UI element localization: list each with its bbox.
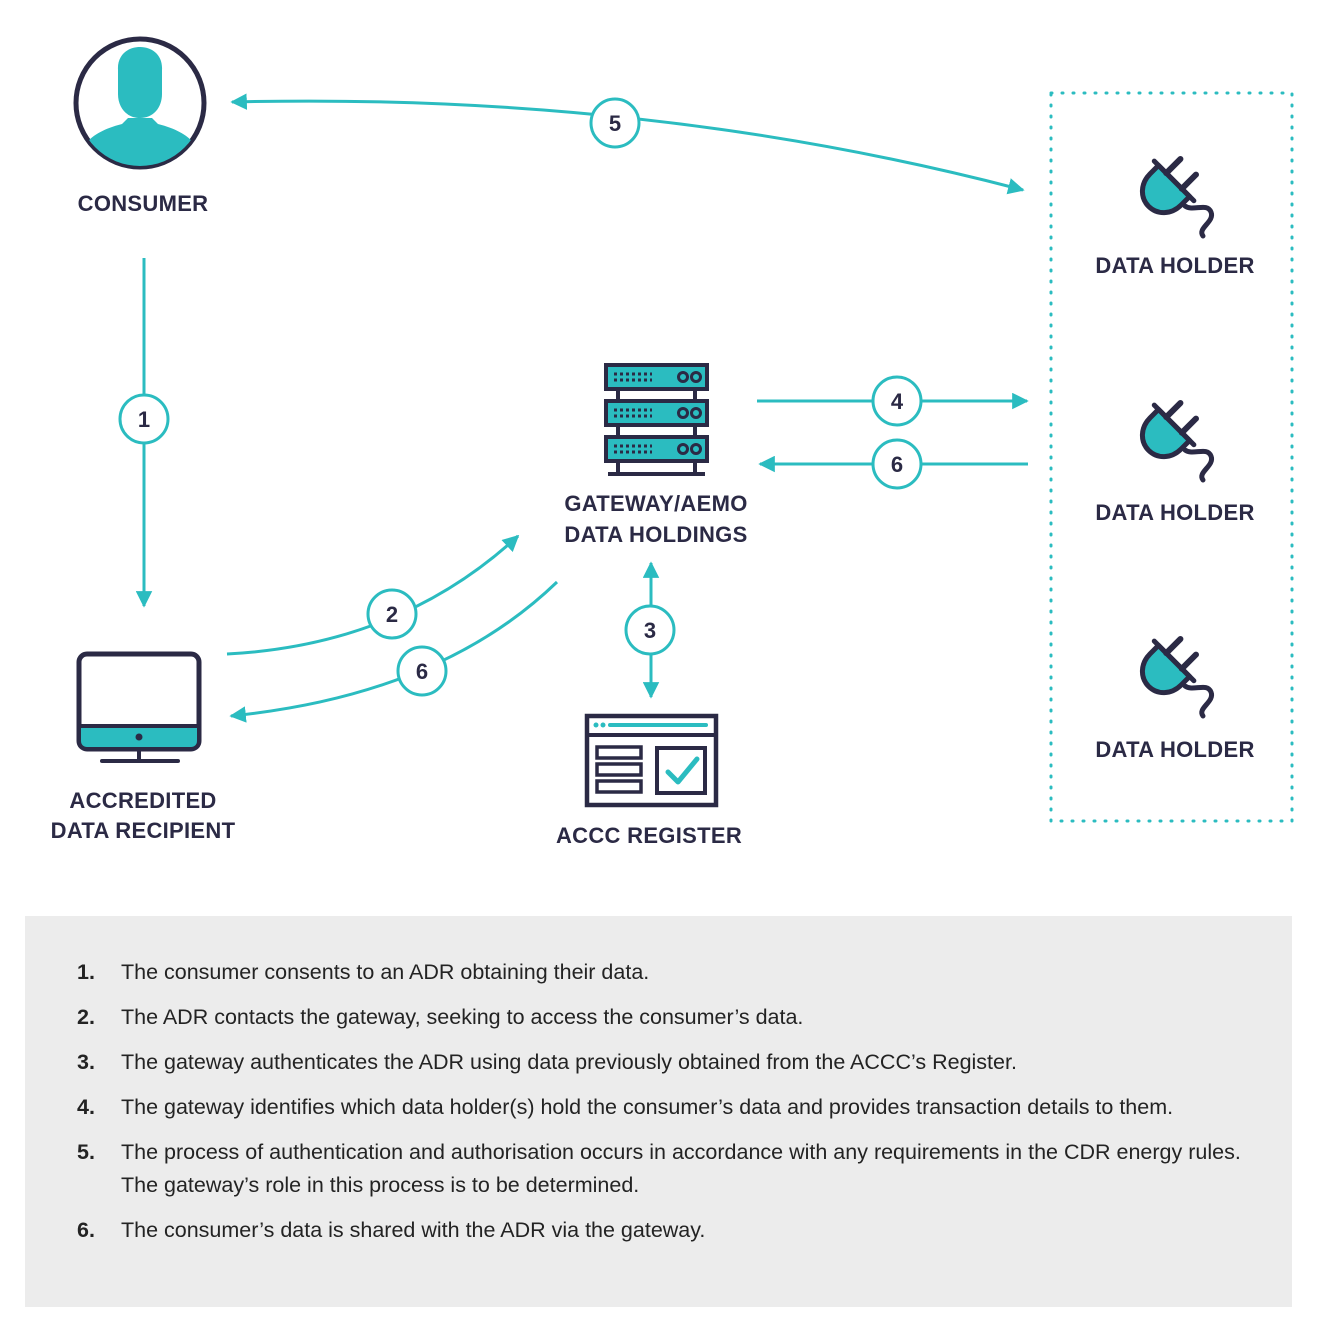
plug-icon bbox=[1139, 400, 1215, 483]
svg-text:6: 6 bbox=[891, 452, 903, 477]
step-badge-6-adr: 6 bbox=[396, 645, 448, 697]
steps-legend: 1. The consumer consents to an ADR obtain… bbox=[25, 916, 1292, 1307]
server-icon bbox=[604, 363, 709, 476]
svg-text:4: 4 bbox=[891, 389, 904, 414]
register-icon bbox=[584, 713, 719, 808]
step-number: 6. bbox=[77, 1218, 95, 1242]
step-number: 3. bbox=[77, 1050, 95, 1074]
svg-text:6: 6 bbox=[416, 659, 428, 684]
gateway-label-line2: DATA HOLDINGS bbox=[564, 522, 747, 547]
user-icon bbox=[73, 36, 207, 170]
register-label: ACCC REGISTER bbox=[556, 823, 742, 848]
list-item: 5. The process of authentication and auth… bbox=[77, 1136, 1247, 1202]
step-text: The gateway authenticates the ADR using … bbox=[121, 1050, 1017, 1074]
svg-text:1: 1 bbox=[138, 407, 150, 432]
svg-text:5: 5 bbox=[609, 111, 621, 136]
step-badge-2: 2 bbox=[366, 588, 418, 640]
step-badge-6-gateway: 6 bbox=[871, 438, 923, 490]
step-badge-3: 3 bbox=[624, 604, 676, 656]
list-item: 1. The consumer consents to an ADR obtain… bbox=[77, 956, 1247, 989]
step-number: 5. bbox=[77, 1140, 95, 1164]
step-number: 1. bbox=[77, 960, 95, 984]
flow-diagram: CONSUMER DATA HOLDER DATA HOLDER DATA HO… bbox=[51, 36, 1294, 848]
step-badge-4: 4 bbox=[871, 375, 923, 427]
step-text: The process of authentication and author… bbox=[121, 1140, 1241, 1197]
svg-text:2: 2 bbox=[386, 602, 398, 627]
steps-list: 1. The consumer consents to an ADR obtain… bbox=[77, 956, 1247, 1259]
svg-text:3: 3 bbox=[644, 618, 656, 643]
step-text: The consumer’s data is shared with the A… bbox=[121, 1218, 706, 1242]
adr-label-line2: DATA RECIPIENT bbox=[51, 818, 236, 843]
list-item: 3. The gateway authenticates the ADR usin… bbox=[77, 1046, 1247, 1079]
plug-icon bbox=[1139, 636, 1215, 719]
list-item: 6. The consumer’s data is shared with the… bbox=[77, 1214, 1247, 1247]
data-holder-label-3: DATA HOLDER bbox=[1095, 737, 1254, 762]
consumer-label: CONSUMER bbox=[78, 191, 209, 216]
data-holder-label-1: DATA HOLDER bbox=[1095, 253, 1254, 278]
step-number: 4. bbox=[77, 1095, 95, 1119]
plug-icon bbox=[1139, 156, 1215, 239]
list-item: 4. The gateway identifies which data hold… bbox=[77, 1091, 1247, 1124]
step-badge-5: 5 bbox=[589, 97, 641, 149]
arrow-2-adr-to-gateway bbox=[226, 534, 520, 656]
adr-label-line1: ACCREDITED bbox=[69, 788, 216, 813]
step-text: The ADR contacts the gateway, seeking to… bbox=[121, 1005, 804, 1029]
step-text: The consumer consents to an ADR obtainin… bbox=[121, 960, 650, 984]
gateway-label-line1: GATEWAY/AEMO bbox=[564, 491, 747, 516]
step-text: The gateway identifies which data holder… bbox=[121, 1095, 1174, 1119]
data-holder-label-2: DATA HOLDER bbox=[1095, 500, 1254, 525]
step-number: 2. bbox=[77, 1005, 95, 1029]
data-holders-group-box bbox=[1049, 91, 1294, 823]
list-item: 2. The ADR contacts the gateway, seeking … bbox=[77, 1001, 1247, 1034]
monitor-icon bbox=[76, 651, 202, 763]
step-badge-1: 1 bbox=[118, 393, 170, 445]
